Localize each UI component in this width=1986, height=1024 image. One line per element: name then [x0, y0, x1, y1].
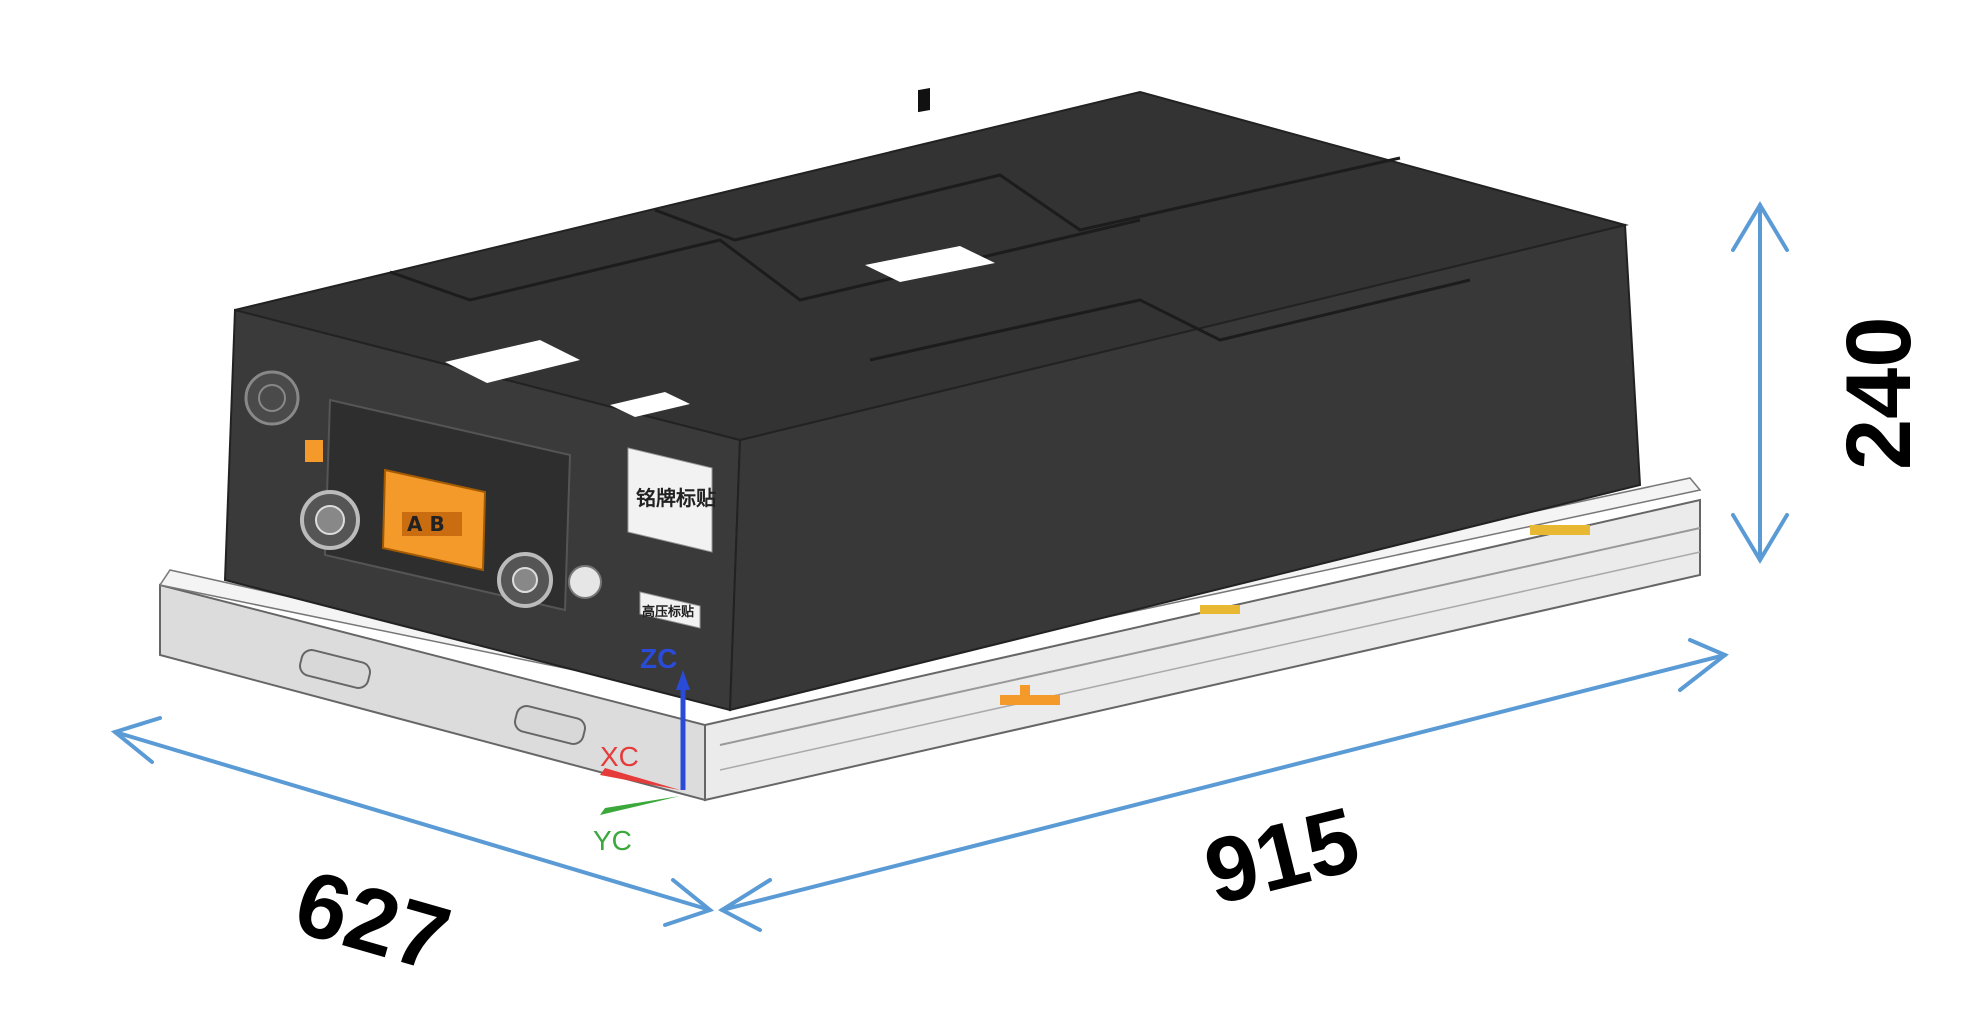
height-dimension-label: 240 — [1828, 317, 1930, 471]
tray-bracket — [1020, 685, 1030, 703]
width-dimension-line — [113, 730, 712, 912]
hv-connector-core — [315, 505, 345, 535]
coolant-pipe — [299, 649, 371, 689]
length-arrowhead-left — [717, 878, 772, 932]
z-axis-head — [676, 670, 690, 690]
vent-inner — [258, 384, 286, 412]
tray-bracket — [1530, 525, 1590, 535]
hv-label-text: 高压标贴 — [642, 604, 694, 620]
tray-side-face — [704, 498, 1701, 802]
tray-bracket — [1200, 605, 1240, 614]
tray-groove — [719, 551, 1701, 771]
length-arrowhead-right — [1678, 638, 1729, 692]
coolant-pipe — [514, 705, 586, 745]
coordinate-axes: ZC XC YC — [593, 643, 690, 856]
top-label-mark — [918, 88, 930, 113]
height-arrowhead-top — [1731, 201, 1789, 252]
length-dimension-line — [720, 653, 1727, 912]
height-arrowhead-bottom — [1731, 513, 1789, 564]
hv-connector-core — [512, 567, 538, 593]
x-axis-arrow — [600, 768, 680, 790]
top-label-plate — [610, 392, 690, 417]
connector-label-area — [402, 512, 462, 536]
top-label-plate — [445, 340, 580, 383]
nameplate-label — [627, 447, 713, 553]
hv-label — [639, 591, 701, 629]
connector-text: A B — [407, 512, 445, 536]
tray-groove — [719, 527, 1701, 746]
battery-pack: A B 铭牌标贴 高压标贴 — [158, 88, 1702, 802]
dimension-height — [1731, 201, 1789, 564]
pressure-valve-icon — [568, 565, 602, 599]
dimension-width — [110, 716, 715, 927]
dimension-length — [717, 638, 1729, 932]
z-axis-label: ZC — [640, 643, 677, 674]
top-label-plate — [865, 246, 995, 282]
top-rib — [654, 156, 1401, 242]
y-axis-arrow — [600, 796, 680, 815]
x-axis-label: XC — [600, 741, 639, 772]
nameplate-text: 铭牌标贴 — [636, 486, 716, 510]
top-rib — [869, 278, 1471, 362]
width-arrowhead-right — [663, 878, 715, 927]
width-dimension-label: 627 — [284, 851, 460, 991]
vent-icon — [244, 370, 300, 426]
orange-latch — [305, 440, 323, 462]
width-arrowhead-left — [110, 716, 162, 764]
length-dimension-label: 915 — [1195, 788, 1369, 924]
y-axis-label: YC — [593, 825, 632, 856]
